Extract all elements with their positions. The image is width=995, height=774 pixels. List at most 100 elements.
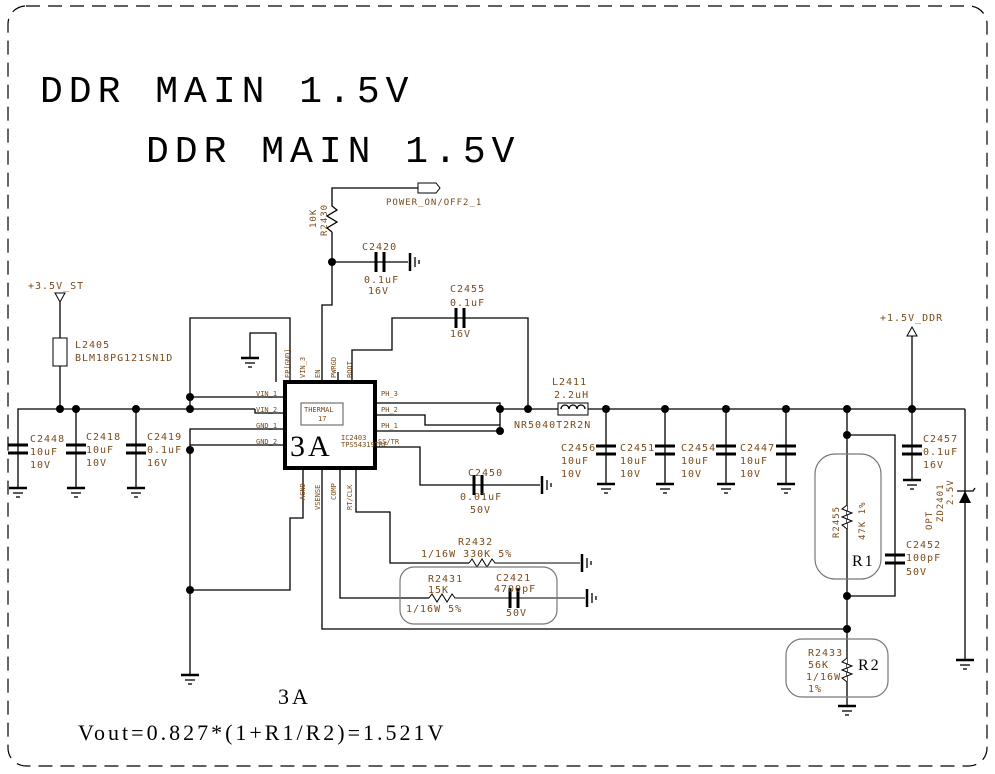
c2447-value: 10uF [740, 456, 768, 467]
c2454-value: 10uF [681, 456, 709, 467]
pin-vin2: VIN_2 [256, 406, 277, 414]
r2-label: R2 [858, 657, 881, 674]
pin-ph2: PH_2 [381, 406, 398, 414]
r2433-resistor [840, 657, 854, 683]
c2455-voltage: 16V [450, 329, 471, 340]
output-rail-arrow-icon [906, 325, 918, 337]
l2411-ref: L2411 [552, 377, 587, 388]
c2420-ref: C2420 [362, 242, 397, 253]
r2433-value: 56K [808, 660, 829, 671]
input-section: +3.5V_ST L2405 BLM18PG121SN1D C2448 10uF… [6, 281, 304, 686]
pin-vsense: VSENSE [314, 485, 322, 510]
c2457-voltage: 16V [923, 460, 944, 471]
pin-agnd: AGND [299, 483, 307, 500]
c2447-ref: C2447 [740, 443, 775, 454]
r2431-resistor [428, 593, 585, 603]
c2452-ref: C2452 [906, 540, 941, 551]
r2430-resistor [325, 187, 418, 233]
r2432-ref: R2432 [458, 537, 493, 548]
input-rail-arrow-icon [54, 292, 66, 304]
pin-gnd1: GND_1 [256, 422, 277, 430]
c2418-ref: C2418 [86, 432, 121, 443]
pin-rtclk: RT/CLK [346, 484, 354, 510]
l2405-value: BLM18PG121SN1D [75, 353, 173, 364]
ic-ref: IC2403 [341, 434, 366, 442]
pin-boot: BOOT [346, 360, 354, 378]
ic-tps54319: THERMAL 17 3A IC2403 TPS54319TRE VIN_1 V… [256, 348, 400, 510]
r1-highlight [814, 453, 882, 580]
enable-section: POWER_ON/OFF2_1 10K R2430 C2420 0.1uF 16… [309, 182, 529, 409]
zd2401-value: 2.5V [946, 479, 956, 505]
pin-en: EN [314, 370, 322, 378]
vout-formula: Vout=0.827*(1+R1/R2)=1.521V [78, 720, 446, 745]
c2456-voltage: 10V [561, 469, 582, 480]
r2455-ref: R2455 [832, 506, 842, 538]
output-section: C2450 0.01uF 50V L2411 2.2uH NR5040T2R2N… [375, 313, 976, 671]
c2451-value: 10uF [620, 456, 648, 467]
c2448-value: 10uF [30, 447, 58, 458]
c2456-value: 10uF [561, 456, 589, 467]
c2457-value: 0.1uF [923, 447, 958, 458]
pin-ep-gnd: EP[GND] [284, 348, 292, 378]
r2455-resistor [840, 504, 854, 530]
c2450-voltage: 50V [470, 505, 491, 516]
c2447-voltage: 10V [740, 469, 761, 480]
c2454-voltage: 10V [681, 469, 702, 480]
l2411-part: NR5040T2R2N [514, 420, 591, 431]
zener-zd2401 [959, 491, 971, 503]
pin-comp: COMP [330, 483, 338, 500]
r2433-power: 1/16W [806, 672, 841, 683]
footer-current: 3A [278, 684, 311, 709]
l2405-ref: L2405 [75, 340, 110, 351]
pin-ph3: PH_3 [381, 390, 398, 398]
c2450-ref: C2450 [468, 468, 503, 479]
c2451-ref: C2451 [620, 443, 655, 454]
c2450-value: 0.01uF [460, 492, 502, 503]
c2448-ref: C2448 [30, 434, 65, 445]
feedback-section: R2455 47K 1% R1 C2452 100pF 50V R2433 56… [321, 409, 941, 717]
r2431-spec: 1/16W 5% [406, 604, 462, 615]
c2418-voltage: 10V [86, 458, 107, 469]
c2419-value: 0.1uF [147, 445, 182, 456]
c2456-ref: C2456 [561, 443, 596, 454]
c2448-voltage: 10V [30, 460, 51, 471]
zd2401-note: OPT [925, 511, 935, 530]
c2451-voltage: 10V [620, 469, 641, 480]
c2421-value: 4700pF [494, 584, 536, 595]
ic-part: TPS54319TRE [341, 441, 387, 449]
sheet-border [7, 5, 988, 767]
c2420-value: 0.1uF [364, 275, 399, 286]
r2433-tol: 1% [808, 684, 822, 695]
r2433-ref: R2433 [808, 648, 843, 659]
subtitle: DDR MAIN 1.5V [146, 131, 520, 174]
c2457-ref: C2457 [923, 434, 958, 445]
r2432-value: 1/16W 330K 5% [421, 549, 512, 560]
c2454-ref: C2454 [681, 443, 716, 454]
pin-ph1: PH_1 [381, 422, 398, 430]
input-rail-label: +3.5V_ST [28, 281, 84, 292]
r2430-value: 10K [309, 209, 319, 228]
c2452-voltage: 50V [906, 567, 927, 578]
c2421-voltage: 50V [506, 608, 527, 619]
enable-port-flag [417, 182, 441, 194]
r2432-resistor [468, 558, 580, 568]
comp-highlight [399, 566, 558, 625]
thermal-pad [300, 402, 344, 426]
c2419-voltage: 16V [147, 458, 168, 469]
thermal-label: THERMAL [304, 406, 334, 414]
pin-gnd2: GND_2 [256, 438, 277, 446]
thermal-pin: 17 [318, 415, 326, 423]
c2421-ref: C2421 [496, 573, 531, 584]
c2455-ref: C2455 [450, 284, 485, 295]
c2418-value: 10uF [86, 445, 114, 456]
r2431-ref: R2431 [428, 574, 463, 585]
r1-label: R1 [852, 553, 875, 570]
pin-vin1: VIN_1 [256, 390, 277, 398]
output-rail-label: +1.5V_DDR [880, 313, 943, 324]
c2452-value: 100pF [906, 553, 941, 564]
pin-sstr: SS/TR [378, 438, 400, 446]
enable-net-label: POWER_ON/OFF2_1 [386, 198, 482, 208]
ic-current-label: 3A [290, 430, 333, 463]
zd2401-ref: ZD2401 [936, 483, 946, 522]
